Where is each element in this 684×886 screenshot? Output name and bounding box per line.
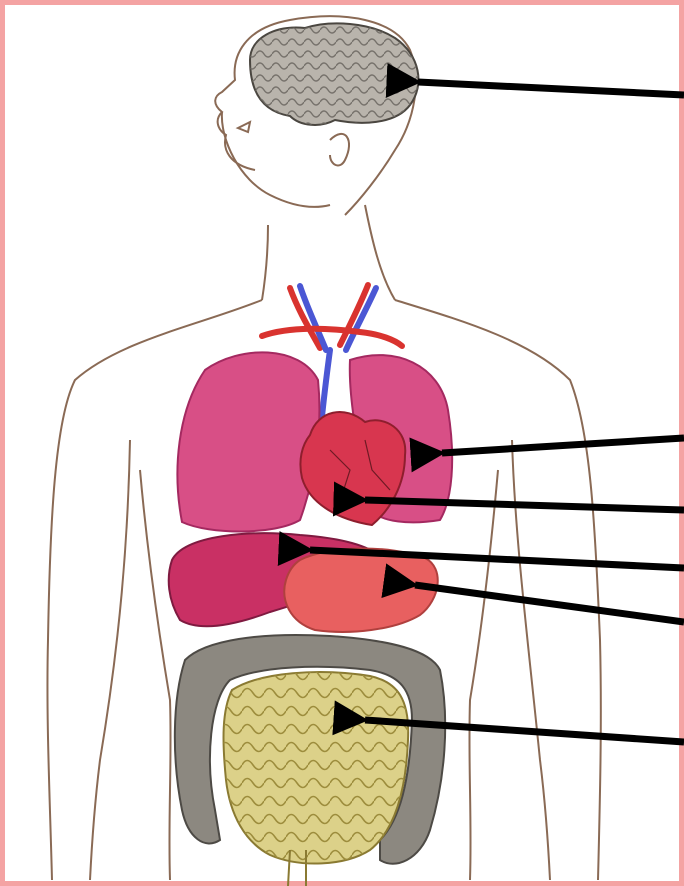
lung-left [177, 352, 319, 531]
brain-folds [250, 23, 418, 125]
brain [250, 23, 418, 125]
small-intestine-coils [224, 672, 409, 863]
